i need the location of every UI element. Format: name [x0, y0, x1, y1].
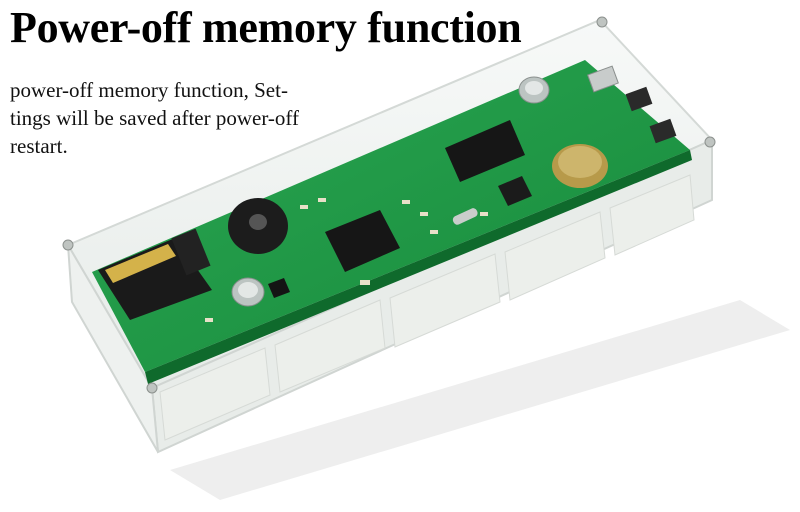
ic-chip-2: [445, 120, 525, 182]
ic-chip-3: [498, 176, 532, 206]
transistor: [268, 278, 290, 298]
buzzer: [228, 198, 288, 254]
capacitor-1: [231, 277, 265, 307]
crystal: [452, 208, 478, 225]
coin-battery: [552, 144, 608, 188]
case-shadow: [170, 300, 790, 500]
description-line-3: restart.: [10, 134, 68, 158]
switch-2: [649, 118, 677, 144]
description-line-2: tings will be saved after power-off: [10, 106, 300, 130]
corner-screws: [62, 16, 716, 394]
switch-1: [625, 86, 653, 112]
ic-chip-1: [325, 210, 400, 272]
feature-description: power-off memory function, Set- tings wi…: [10, 76, 360, 160]
usb-port: [587, 65, 619, 93]
smd-components: [205, 198, 488, 322]
header-pins: [171, 228, 211, 276]
acrylic-case-end: [67, 244, 159, 453]
page-title: Power-off memory function: [10, 3, 522, 52]
pcb-edge: [145, 150, 692, 384]
display-segments: [159, 174, 695, 441]
capacitor-2: [518, 76, 550, 104]
description-line-1: power-off memory function, Set-: [10, 78, 288, 102]
